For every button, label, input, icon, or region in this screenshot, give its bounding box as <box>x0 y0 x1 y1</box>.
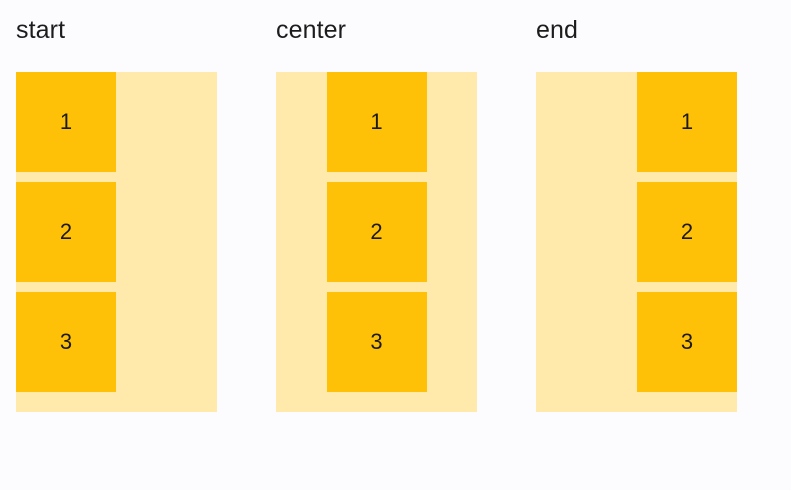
group-heading-center: center <box>276 16 347 44</box>
group-heading-start: start <box>16 16 66 44</box>
group-heading-end: end <box>536 16 579 44</box>
alignment-track-start: 1 2 3 <box>16 72 217 412</box>
demo-item: 3 <box>637 292 737 392</box>
alignment-track-center: 1 2 3 <box>276 72 477 412</box>
alignment-track-end: 1 2 3 <box>536 72 737 412</box>
demo-item: 1 <box>637 72 737 172</box>
demo-item: 2 <box>326 182 427 282</box>
demo-item: 1 <box>16 72 116 172</box>
demo-item: 1 <box>326 72 427 172</box>
demo-item: 3 <box>326 292 427 392</box>
demo-item: 3 <box>16 292 116 392</box>
demo-item: 2 <box>637 182 737 282</box>
demo-item: 2 <box>16 182 116 282</box>
